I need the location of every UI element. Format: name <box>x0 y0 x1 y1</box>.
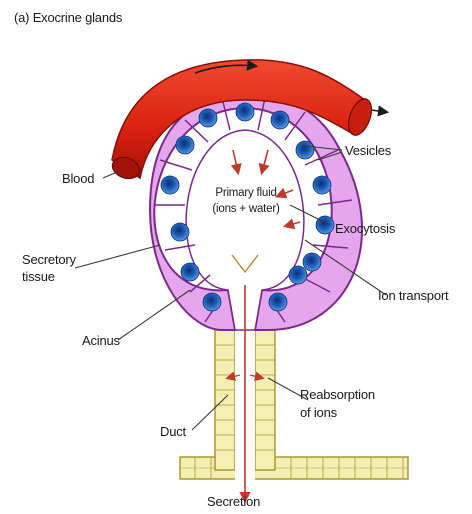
nucleus <box>199 109 217 127</box>
nucleus <box>303 253 321 271</box>
nucleus <box>161 176 179 194</box>
secretory-tissue-label-line2: tissue <box>22 269 55 285</box>
nucleus <box>269 293 287 311</box>
primary-fluid-label-line2: (ions + water) <box>198 202 294 216</box>
acinus-label: Acinus <box>82 333 120 349</box>
nucleus <box>296 141 314 159</box>
exocytosis-label: Exocytosis <box>335 221 395 237</box>
nucleus <box>236 103 254 121</box>
nucleus <box>181 263 199 281</box>
nucleus <box>203 293 221 311</box>
collecting-duct <box>180 457 408 479</box>
reabsorption-label-line2: of ions <box>300 405 337 421</box>
nucleus <box>176 136 194 154</box>
nucleus <box>271 111 289 129</box>
duct-label: Duct <box>160 424 186 440</box>
secretory-tissue-label-line1: Secretory <box>22 252 76 268</box>
diagram-title: (a) Exocrine glands <box>14 10 122 26</box>
blood-label: Blood <box>62 171 94 187</box>
nucleus <box>313 176 331 194</box>
nucleus <box>289 266 307 284</box>
nucleus <box>316 216 334 234</box>
ion-transport-label: Ion transport <box>378 288 448 304</box>
reabsorption-label-line1: Reabsorption <box>300 387 375 403</box>
primary-fluid-label-line1: Primary fluid <box>198 186 294 200</box>
nucleus <box>171 223 189 241</box>
vesicles-label: Vesicles <box>345 143 391 159</box>
secretion-label: Secretion <box>207 494 260 510</box>
